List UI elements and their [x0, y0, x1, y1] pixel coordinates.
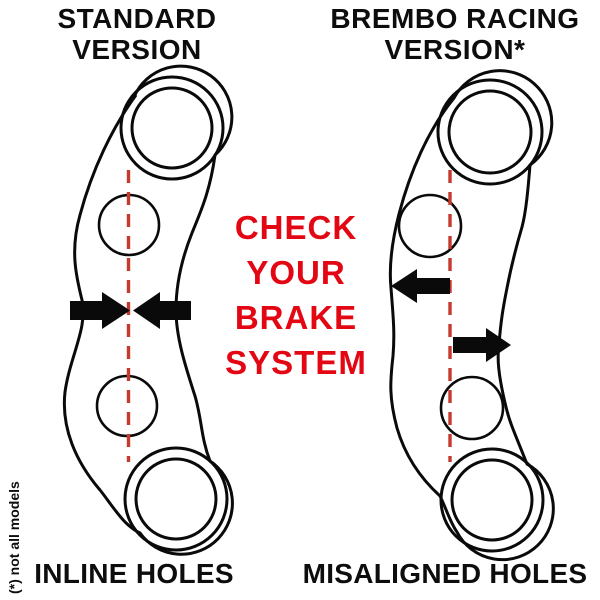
not-all-models-footnote: (*) not all models	[6, 481, 22, 594]
misaligned-arrow-right-icon	[453, 328, 511, 362]
racing-lower-hole	[439, 375, 505, 441]
standard-bottom-ring-inner	[134, 457, 218, 541]
racing-top-ring-inner	[447, 89, 533, 175]
standard-lower-hole	[95, 374, 159, 438]
inline-arrow-left-icon	[133, 292, 191, 329]
inline-arrow-right-icon	[70, 292, 130, 329]
misaligned-holes-caption: MISALIGNED HOLES	[302, 558, 588, 589]
racing-version-title-line1: BREMBO RACING	[330, 3, 580, 34]
racing-version-title: BREMBO RACING VERSION*	[330, 3, 580, 65]
message-line-1: CHECK	[234, 209, 358, 246]
racing-bottom-ring-outer	[439, 447, 545, 553]
misaligned-arrow-left-icon	[391, 269, 450, 303]
standard-version-title-line2: VERSION	[72, 34, 202, 65]
standard-bottom-ring-outer	[123, 446, 229, 552]
racing-version-title-line2: VERSION*	[384, 34, 526, 65]
standard-version-title-line1: STANDARD	[57, 3, 217, 34]
standard-top-ring-outer	[119, 75, 225, 181]
racing-upper-hole	[397, 193, 463, 259]
message-line-2: YOUR	[246, 254, 346, 291]
inline-holes-caption: INLINE HOLES	[34, 558, 234, 589]
racing-bottom-ring-inner	[450, 458, 534, 542]
message-line-3: BRAKE	[234, 299, 358, 336]
standard-clamp-drawing	[62, 64, 234, 556]
racing-clamp-drawing	[388, 69, 555, 562]
message-line-4: SYSTEM	[225, 344, 367, 381]
standard-version-title: STANDARD VERSION	[17, 3, 257, 65]
racing-top-ring-outer	[436, 78, 544, 186]
standard-top-ring-inner	[130, 86, 214, 170]
racing-clamp-body-outline	[388, 69, 555, 562]
check-brake-system-message: CHECK YOUR BRAKE SYSTEM	[186, 205, 406, 385]
